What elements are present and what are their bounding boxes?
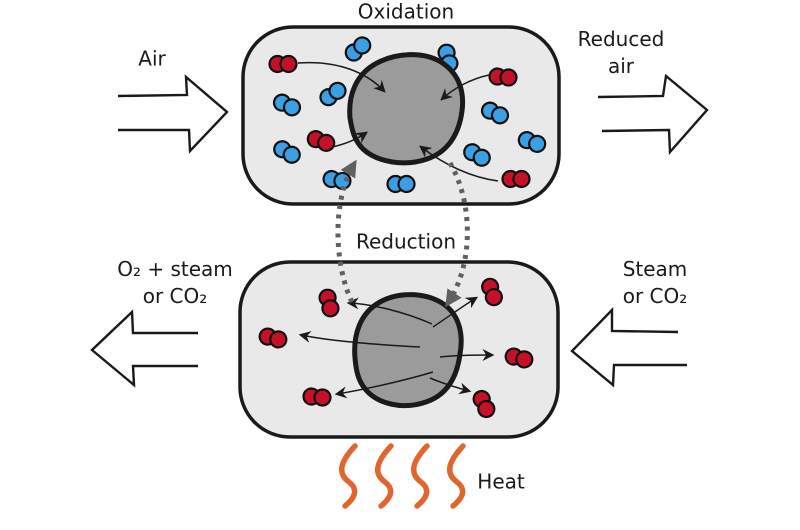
reduced-air-label-line2: air [607,54,635,78]
red-molecule [258,327,288,349]
heat-wave-icons [339,443,466,509]
steam-co2-inlet-label-line2: or CO₂ [622,284,688,308]
oxidation-title: Oxidation [357,0,455,24]
release-arrows [298,296,495,399]
blue-molecule [344,36,372,62]
oxygen-carrier-particle-top [347,52,466,166]
heat-wave-icon [339,443,358,509]
steam-co2-inlet-arrow [570,307,687,388]
o2-steam-outlet-arrow [90,309,198,388]
cycle-arrow-up [335,159,357,304]
red-molecule [318,288,340,318]
molecule-layer [258,36,547,419]
steam-co2-inlet-label-line1: Steam [622,257,688,281]
blue-molecule [480,101,510,125]
o2-steam-outlet-label-line2: or CO₂ [142,284,208,308]
o2-steam-outlet-label: O₂ + steam or CO₂ [117,256,233,310]
carrier-cycle-arrows [335,159,470,308]
absorption-arrows [297,61,499,182]
red-molecule [481,277,503,307]
red-molecule [306,130,336,152]
reduced-air-label: Reduced air [578,26,665,80]
heat-wave-icon [375,443,394,509]
blue-molecule [517,131,547,153]
arrow-into-particle [440,74,490,101]
steam-co2-inlet-label: Steam or CO₂ [623,256,688,310]
blue-molecule [272,93,302,117]
reduced-air-label-line1: Reduced [577,27,665,51]
red-molecule [268,54,298,74]
blue-molecule [319,81,347,107]
red-molecule [501,169,531,189]
arrow-into-particle [419,145,499,182]
red-molecule [302,387,332,407]
arrow-out-of-particle [298,331,421,348]
blue-molecule [386,174,416,194]
red-molecule [504,347,534,369]
reduction-title: Reduction [356,229,456,254]
heat-wave-icon [447,443,466,509]
blue-molecule [463,143,491,167]
red-molecule [488,67,518,87]
arrow-out-of-particle [334,371,434,399]
arrow-into-particle [331,131,368,148]
arrow-into-particle [297,61,386,93]
o2-steam-outlet-label-line1: O₂ + steam [117,257,233,281]
heat-label: Heat [477,469,525,494]
red-molecule [472,389,496,419]
arrow-out-of-particle [429,377,472,395]
air-inlet-arrow [117,74,229,154]
arrow-out-of-particle [439,349,495,362]
arrow-out-of-particle [432,296,479,328]
arrow-out-of-particle [346,297,433,325]
blue-molecule [273,140,301,164]
air-label: Air [138,46,166,71]
reduced-air-outlet-arrow [597,73,709,156]
oxygen-carrier-particle-bottom [352,292,464,409]
heat-wave-icon [411,443,430,509]
